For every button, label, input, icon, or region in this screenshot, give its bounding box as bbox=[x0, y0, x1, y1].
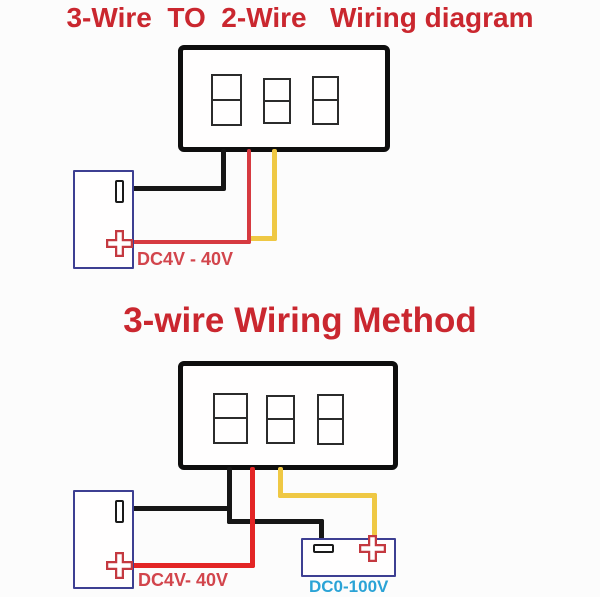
black-wire-segment bbox=[319, 519, 324, 540]
digit-middle-segment bbox=[318, 418, 343, 421]
seven-segment-digit bbox=[317, 394, 344, 445]
digit-middle-segment bbox=[212, 98, 241, 101]
measured-source-label: DC0-100V bbox=[309, 577, 389, 596]
black-wire-segment bbox=[221, 149, 226, 190]
yellow-wire-segment bbox=[372, 493, 377, 542]
minus-terminal-icon bbox=[313, 544, 334, 553]
seven-segment-digit bbox=[266, 395, 295, 444]
red-wire-segment bbox=[250, 467, 255, 568]
digit-middle-segment bbox=[214, 417, 247, 420]
minus-terminal-icon bbox=[115, 180, 124, 203]
digit-middle-segment bbox=[264, 99, 290, 102]
plus-terminal-icon bbox=[106, 552, 133, 579]
yellow-wire-segment bbox=[272, 149, 277, 241]
yellow-wire-segment bbox=[278, 493, 377, 498]
black-wire-segment bbox=[127, 186, 226, 191]
digit-middle-segment bbox=[313, 99, 338, 102]
red-wire-segment bbox=[131, 563, 255, 568]
seven-segment-digit bbox=[211, 74, 242, 126]
battery-voltage-label-2: DC4V- 40V bbox=[138, 570, 229, 590]
plus-terminal-icon bbox=[359, 535, 386, 562]
yellow-wire-segment bbox=[278, 467, 283, 498]
seven-segment-digit bbox=[263, 78, 291, 124]
black-wire-segment bbox=[227, 519, 324, 524]
red-wire-segment bbox=[247, 149, 251, 244]
seven-segment-digit bbox=[312, 76, 339, 125]
minus-terminal-icon bbox=[115, 500, 124, 523]
yellow-wire-segment bbox=[249, 236, 277, 241]
black-wire-segment bbox=[128, 506, 232, 511]
plus-terminal-icon bbox=[106, 230, 133, 257]
black-wire-segment bbox=[227, 467, 232, 524]
red-wire-segment bbox=[130, 240, 251, 244]
diagram1-title: 3-Wire TO 2-Wire Wiring diagram bbox=[66, 2, 534, 33]
battery-voltage-label-1: DC4V - 40V bbox=[137, 249, 234, 269]
digit-middle-segment bbox=[267, 418, 294, 421]
diagram2-title: 3-wire Wiring Method bbox=[123, 301, 477, 340]
seven-segment-digit bbox=[213, 393, 248, 444]
voltmeter-display-1 bbox=[178, 45, 390, 152]
